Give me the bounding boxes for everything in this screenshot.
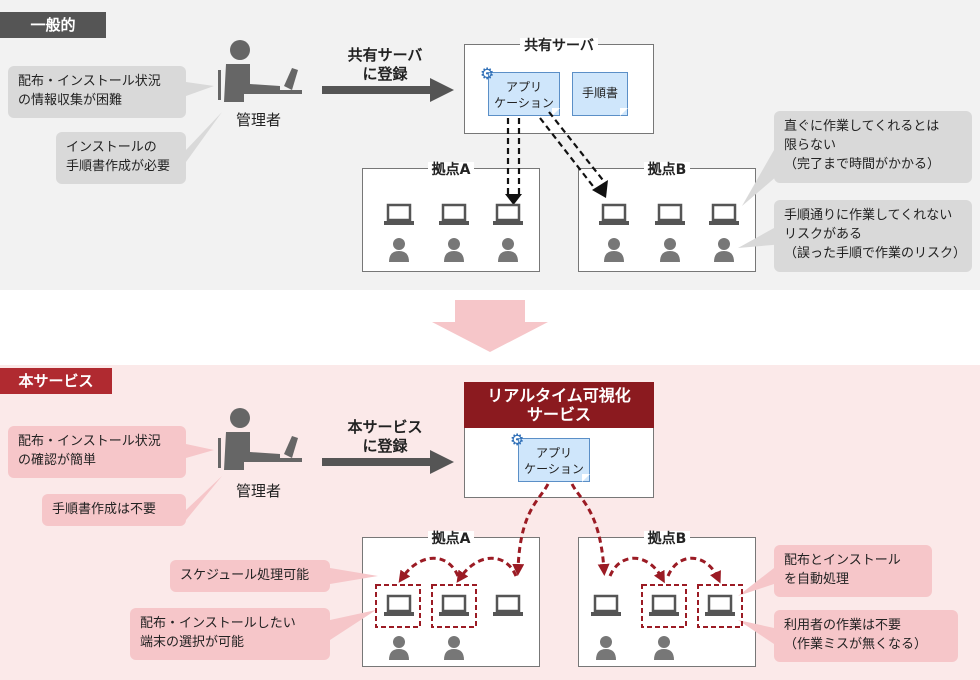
- gear-icon: ⚙: [480, 64, 495, 83]
- bubble-wrong-procedure: 手順通りに作業してくれないリスクがある（誤った手順で作業のリスク）: [774, 200, 972, 272]
- bubble-select-terminal: 配布・インストールしたい端末の選択が可能: [130, 608, 330, 660]
- bubble-not-immediate: 直ぐに作業してくれるとは限らない（完了まで時間がかかる）: [774, 111, 972, 183]
- site-a-title: 拠点A: [427, 531, 475, 547]
- site-b-box-top: 拠点B: [578, 162, 756, 272]
- site-a-box-top: 拠点A: [362, 162, 540, 272]
- manual-label: 手順書: [581, 86, 618, 100]
- bubble-info-difficult: 配布・インストール状況の情報収集が困難: [8, 66, 186, 118]
- bubble-status-easy: 配布・インストール状況の確認が簡単: [8, 426, 186, 478]
- register-label-bottom: 本サービスに登録: [347, 418, 423, 455]
- bubble-no-manual: 手順書作成は不要: [42, 494, 186, 526]
- application-doc-bottom: アプリケーション: [518, 438, 590, 482]
- bubble-no-user-work: 利用者の作業は不要（作業ミスが無くなる）: [774, 610, 958, 662]
- service-tag: 本サービス: [0, 368, 112, 394]
- gear-icon: ⚙: [510, 430, 525, 449]
- general-tag: 一般的: [0, 12, 106, 38]
- manual-doc: 手順書: [572, 72, 628, 116]
- down-arrow-icon: [432, 300, 548, 352]
- site-b-box-bottom: 拠点B: [578, 531, 756, 667]
- site-b-title: 拠点B: [643, 531, 691, 547]
- app-label-line2: ケーション: [494, 96, 554, 110]
- realtime-service-title: リアルタイム可視化サービス: [464, 382, 654, 428]
- register-label-top: 共有サーバに登録: [347, 46, 423, 83]
- application-doc-top: アプリ ケーション: [488, 72, 560, 116]
- bubble-schedule: スケジュール処理可能: [170, 560, 330, 592]
- site-b-title: 拠点B: [643, 162, 691, 178]
- admin-label-top: 管理者: [236, 111, 282, 129]
- bubble-auto-process: 配布とインストールを自動処理: [774, 545, 932, 597]
- app-label-line1: アプリ: [505, 80, 542, 94]
- shared-server-title: 共有サーバ: [520, 38, 598, 54]
- site-a-box-bottom: 拠点A: [362, 531, 540, 667]
- site-a-title: 拠点A: [427, 162, 475, 178]
- admin-label-bottom: 管理者: [236, 482, 282, 500]
- bubble-manual-needed: インストールの手順書作成が必要: [56, 132, 186, 184]
